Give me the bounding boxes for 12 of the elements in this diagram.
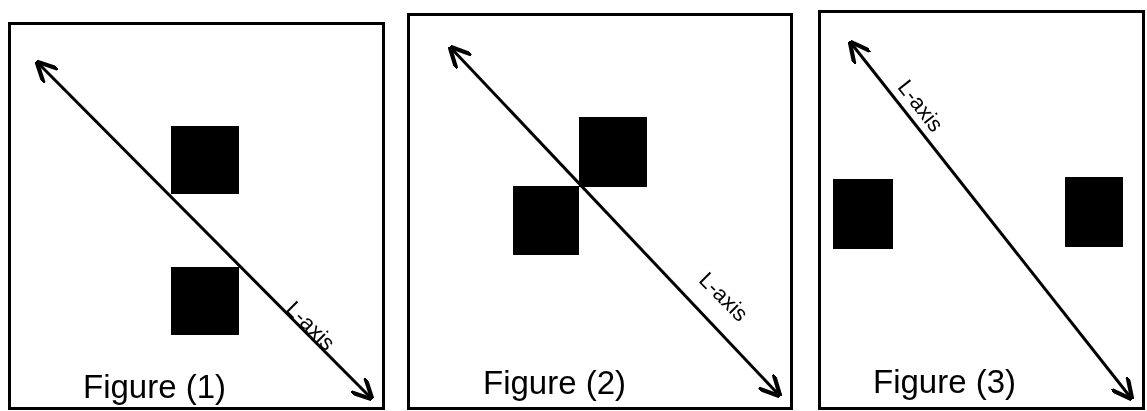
figure-panel xyxy=(407,13,793,410)
figure-caption: Figure (2) xyxy=(483,366,627,399)
square xyxy=(833,179,893,249)
square xyxy=(171,126,239,194)
square xyxy=(1065,177,1123,247)
figure-panel xyxy=(8,22,385,410)
square xyxy=(513,186,579,255)
figure-panel xyxy=(818,10,1145,410)
figure-caption: Figure (1) xyxy=(83,370,227,403)
square xyxy=(579,117,647,187)
figure-caption: Figure (3) xyxy=(873,365,1017,398)
square xyxy=(171,267,239,335)
